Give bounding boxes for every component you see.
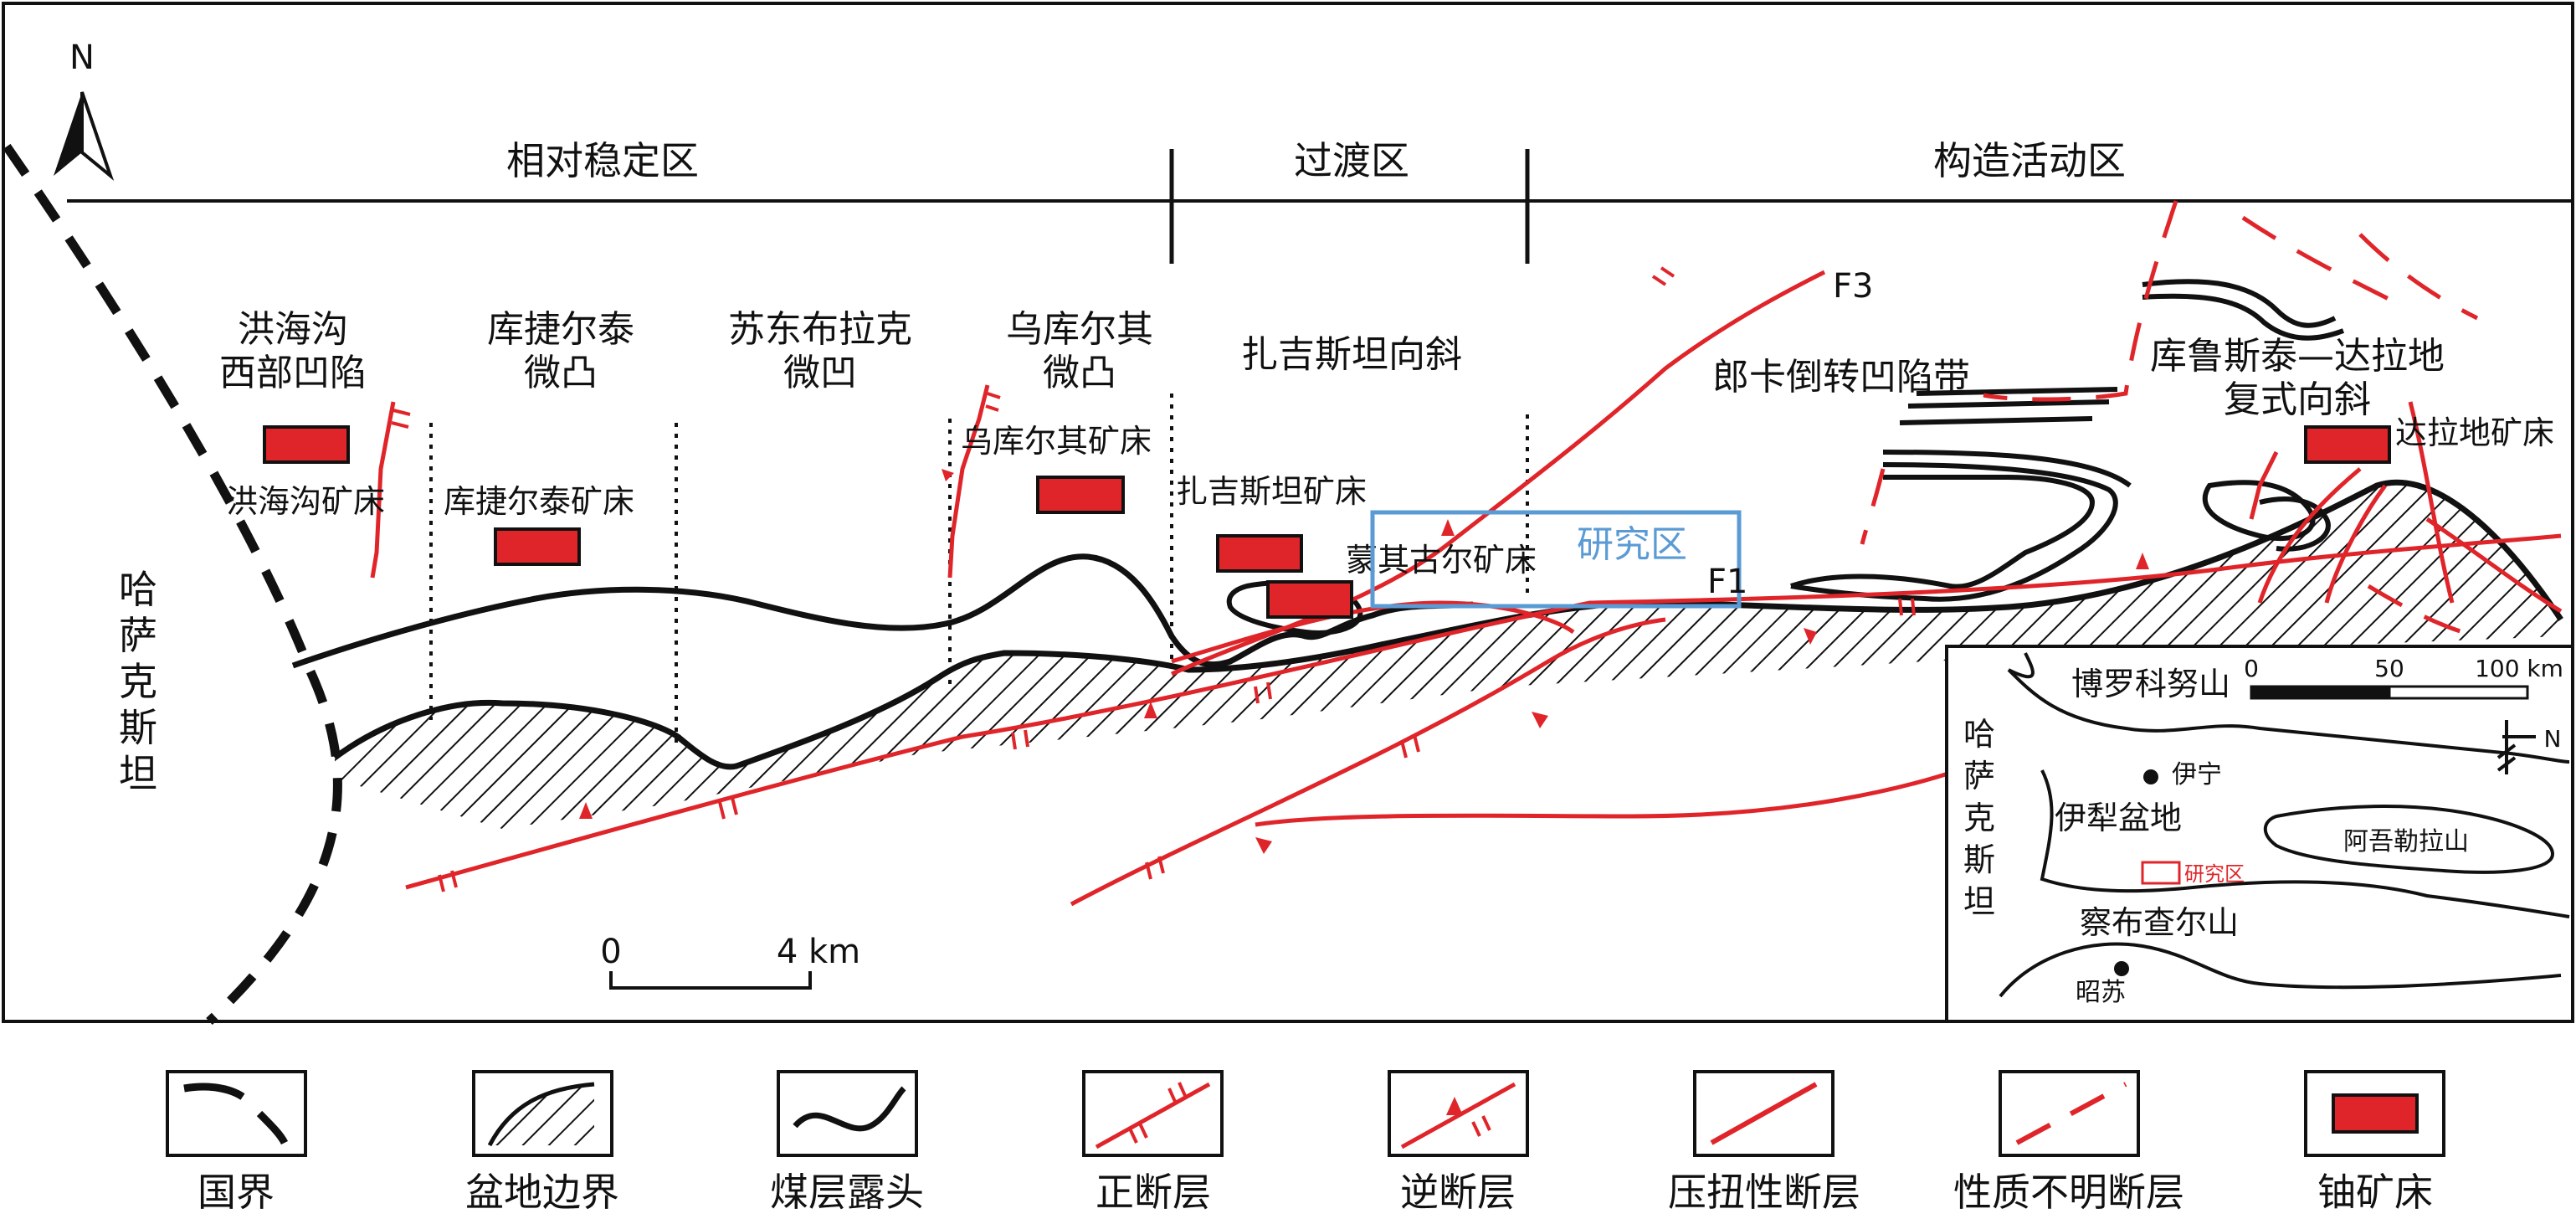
inset-zhaosu: 昭苏 bbox=[2076, 978, 2126, 1007]
svg-text:100 km: 100 km bbox=[2475, 655, 2563, 682]
label-kujieertai-deposit: 库捷尔泰矿床 bbox=[444, 483, 634, 520]
unit-wukuerqi-1: 乌库尔其 bbox=[1006, 308, 1153, 351]
unit-labels: 洪海沟 西部凹陷 库捷尔泰 微凸 苏东布拉克 微凹 乌库尔其 微凸 扎吉斯坦向斜… bbox=[219, 308, 2445, 421]
legend: 国界 盆地边界 煤层露头 正断层 bbox=[166, 1070, 2445, 1215]
zone-label-transition: 过渡区 bbox=[1294, 138, 1409, 183]
svg-text:50: 50 bbox=[2374, 655, 2404, 682]
inset-north-icon bbox=[2496, 720, 2536, 774]
inset-yining: 伊宁 bbox=[2172, 760, 2222, 790]
inset-awule: 阿吾勒拉山 bbox=[2343, 827, 2469, 856]
legend-item-unknown-fault: 性质不明断层 bbox=[1953, 1070, 2184, 1215]
legend-item-reverse-fault: 逆断层 bbox=[1388, 1070, 1529, 1215]
svg-text:斯: 斯 bbox=[1963, 841, 1995, 878]
fault-arrows bbox=[579, 469, 2149, 854]
deposit-wukuerqi bbox=[1036, 476, 1125, 514]
legend-label-basin: 盆地边界 bbox=[465, 1170, 619, 1215]
label-mengqiguer-deposit: 蒙其古尔矿床 bbox=[1346, 542, 1537, 579]
inset-map: 0 50 100 km N 博罗科努山 伊犁盆地 察布查尔山 阿吾勒拉山 伊宁 … bbox=[1945, 645, 2574, 1023]
legend-label-uranium: 铀矿床 bbox=[2317, 1170, 2433, 1215]
legend-item-uranium: 铀矿床 bbox=[2304, 1070, 2445, 1215]
map-frame bbox=[2, 2, 2574, 1023]
coal-seam-outcrop bbox=[291, 553, 1474, 669]
north-arrow-icon: N bbox=[54, 39, 115, 182]
unknown-faults bbox=[1860, 200, 2479, 639]
legend-label-coal: 煤层露头 bbox=[770, 1170, 924, 1215]
uranium-deposits bbox=[263, 425, 2391, 619]
inset-yili-basin: 伊犁盆地 bbox=[2055, 800, 2182, 836]
unit-kujieertai-1: 库捷尔泰 bbox=[487, 308, 634, 351]
legend-label-compress-fault: 压扭性断层 bbox=[1668, 1170, 1860, 1215]
fault-label-f1: F1 bbox=[1707, 563, 1747, 601]
inset-study-box bbox=[2141, 861, 2181, 885]
unit-langka: 郎卡倒转凹陷带 bbox=[1712, 356, 1970, 399]
unit-kujieertai-2: 微凸 bbox=[524, 352, 598, 394]
scale-end: 4 km bbox=[777, 933, 860, 971]
deposit-labels: 洪海沟矿床 库捷尔泰矿床 乌库尔其矿床 扎吉斯坦矿床 蒙其古尔矿床 达拉地矿床 bbox=[226, 414, 2554, 579]
legend-item-normal-fault: 正断层 bbox=[1082, 1070, 1224, 1215]
legend-item-basin: 盆地边界 bbox=[465, 1070, 619, 1215]
svg-text:坦: 坦 bbox=[119, 751, 157, 796]
svg-text:克: 克 bbox=[1963, 800, 1995, 836]
fault-branch bbox=[1255, 768, 1959, 827]
fault-label-f3: F3 bbox=[1833, 267, 1873, 306]
deposit-zhajisitan bbox=[1216, 534, 1303, 573]
coal-seam-kulusitai bbox=[2142, 279, 2345, 552]
svg-text:斯: 斯 bbox=[119, 705, 157, 750]
svg-text:哈: 哈 bbox=[119, 567, 157, 612]
unit-kulusitai-1: 库鲁斯泰—达拉地 bbox=[2150, 335, 2445, 378]
fault-lower bbox=[1070, 617, 1666, 907]
inset-chabu: 察布查尔山 bbox=[2080, 904, 2239, 941]
study-area-box bbox=[1370, 510, 1742, 609]
label-dalade-deposit: 达拉地矿床 bbox=[2395, 414, 2554, 451]
scale-bar: 0 4 km bbox=[600, 933, 860, 990]
svg-text:克: 克 bbox=[119, 659, 157, 704]
label-wukuerqi-deposit: 乌库尔其矿床 bbox=[961, 423, 1152, 460]
basin-boundary bbox=[332, 479, 2563, 770]
study-area-label: 研究区 bbox=[1577, 523, 1687, 566]
country-label-kazakhstan: 哈 萨 克 斯 坦 bbox=[119, 567, 157, 796]
zone-label-stable: 相对稳定区 bbox=[506, 138, 699, 183]
legend-label-reverse-fault: 逆断层 bbox=[1400, 1170, 1516, 1215]
deposit-honghaigou bbox=[263, 425, 350, 464]
inset-study-label: 研究区 bbox=[2184, 862, 2245, 886]
unit-wukuerqi-2: 微凸 bbox=[1043, 352, 1116, 394]
scale-zero: 0 bbox=[600, 933, 621, 971]
svg-text:哈: 哈 bbox=[1963, 716, 1995, 753]
legend-label-unknown-fault: 性质不明断层 bbox=[1953, 1170, 2184, 1215]
unit-zhajisitan: 扎吉斯坦向斜 bbox=[1241, 333, 1462, 376]
fault-honghaigou bbox=[370, 401, 396, 579]
label-honghaigou-deposit: 洪海沟矿床 bbox=[226, 483, 385, 520]
svg-text:萨: 萨 bbox=[1963, 758, 1995, 795]
svg-text:N: N bbox=[2544, 725, 2562, 753]
deposit-mengqiguer bbox=[1266, 580, 1353, 619]
svg-text:坦: 坦 bbox=[1963, 883, 1995, 920]
label-zhajisitan-deposit: 扎吉斯坦矿床 bbox=[1176, 473, 1367, 510]
faults bbox=[370, 270, 2563, 907]
coal-seam-langka bbox=[1790, 387, 2132, 602]
unit-kulusitai-2: 复式向斜 bbox=[2224, 378, 2371, 421]
legend-label-border: 国界 bbox=[198, 1170, 275, 1215]
legend-item-border: 国界 bbox=[166, 1070, 307, 1215]
zone-label-active: 构造活动区 bbox=[1933, 138, 2126, 183]
unit-honghaigou-2: 西部凹陷 bbox=[219, 352, 367, 394]
inset-boluo: 博罗科努山 bbox=[2071, 666, 2230, 702]
legend-item-coal: 煤层露头 bbox=[770, 1070, 924, 1215]
national-border bbox=[3, 143, 342, 1026]
fault-wukuerqi bbox=[947, 384, 990, 579]
unit-sudongbulake-1: 苏东布拉克 bbox=[728, 308, 912, 351]
basin-boundary-hatch bbox=[335, 482, 2561, 829]
deposit-dalade bbox=[2304, 425, 2391, 464]
north-label: N bbox=[69, 39, 95, 77]
fault-ticks bbox=[391, 266, 1916, 892]
fault-zhaji bbox=[1171, 600, 1575, 664]
unit-sudongbulake-2: 微凹 bbox=[783, 352, 857, 394]
svg-text:0: 0 bbox=[2244, 655, 2259, 682]
svg-text:萨: 萨 bbox=[119, 613, 157, 658]
legend-label-normal-fault: 正断层 bbox=[1096, 1170, 1211, 1215]
legend-item-compress-fault: 压扭性断层 bbox=[1668, 1070, 1860, 1215]
unit-honghaigou-1: 洪海沟 bbox=[238, 308, 348, 351]
deposit-kujieertai bbox=[494, 527, 581, 566]
